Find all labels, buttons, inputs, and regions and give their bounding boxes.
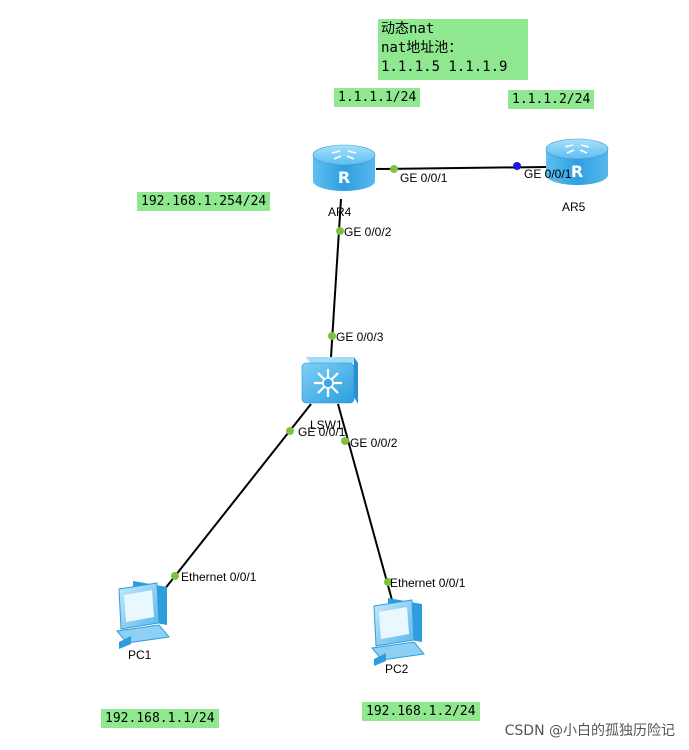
ip-label-pc1: 192.168.1.1/24: [101, 709, 219, 728]
port-dot-lsw1-ge001: [286, 427, 294, 435]
device-label-ar5: AR5: [562, 200, 586, 214]
pc1-icon[interactable]: [116, 581, 170, 649]
ip-label-pc2: 192.168.1.2/24: [362, 702, 480, 721]
nat-config-note: 动态nat nat地址池： 1.1.1.5 1.1.1.9: [378, 19, 528, 80]
link-lsw1-pc1: [163, 403, 312, 591]
port-label-ar4-ge002: GE 0/0/2: [344, 225, 392, 239]
nat-note-line1: 动态nat: [381, 21, 435, 37]
nat-note-line3: 1.1.1.5 1.1.1.9: [381, 59, 508, 75]
port-label-lsw1-ge003: GE 0/0/3: [336, 330, 384, 344]
device-label-ar4: AR4: [328, 205, 352, 219]
port-label-pc2-eth: Ethernet 0/0/1: [390, 576, 466, 590]
router-ar4-icon[interactable]: R: [312, 144, 376, 191]
device-label-pc1: PC1: [128, 648, 152, 662]
switch-lsw1-icon[interactable]: [301, 357, 358, 404]
port-label-ar5-ge001: GE 0/0/1: [524, 167, 572, 181]
port-label-ar4-ge001: GE 0/0/1: [400, 171, 448, 185]
csdn-watermark: CSDN @小白的孤独历险记: [504, 723, 675, 739]
svg-text:R: R: [571, 162, 583, 181]
link-lsw1-pc2: [337, 403, 393, 601]
ip-label-ar5: 1.1.1.2/24: [508, 90, 595, 109]
router-ar5-icon[interactable]: R: [545, 138, 609, 185]
svg-text:R: R: [338, 168, 350, 187]
nat-note-line2: nat地址池：: [381, 40, 463, 56]
port-dot-ar4-ge001: [390, 165, 398, 173]
port-label-lsw1-ge002: GE 0/0/2: [350, 436, 398, 450]
port-dot-lsw1-ge003: [328, 332, 336, 340]
ip-label-ar4-outside: 1.1.1.1/24: [334, 88, 421, 107]
pc2-icon[interactable]: [371, 598, 425, 666]
port-dot-ar5-ge001: [513, 162, 521, 170]
port-dot-lsw1-ge002: [341, 437, 349, 445]
device-label-lsw1: LSW1: [310, 418, 343, 432]
link-ar4-lsw1: [330, 198, 342, 358]
ip-label-ar4-inside: 192.168.1.254/24: [137, 192, 271, 211]
device-label-pc2: PC2: [385, 662, 409, 676]
port-dot-pc1-eth: [171, 572, 179, 580]
port-dot-pc2-eth: [384, 578, 392, 586]
port-label-pc1-eth: Ethernet 0/0/1: [181, 570, 257, 584]
port-dot-ar4-ge002: [336, 227, 344, 235]
port-label-lsw1-ge001: GE 0/0/1: [298, 425, 346, 439]
